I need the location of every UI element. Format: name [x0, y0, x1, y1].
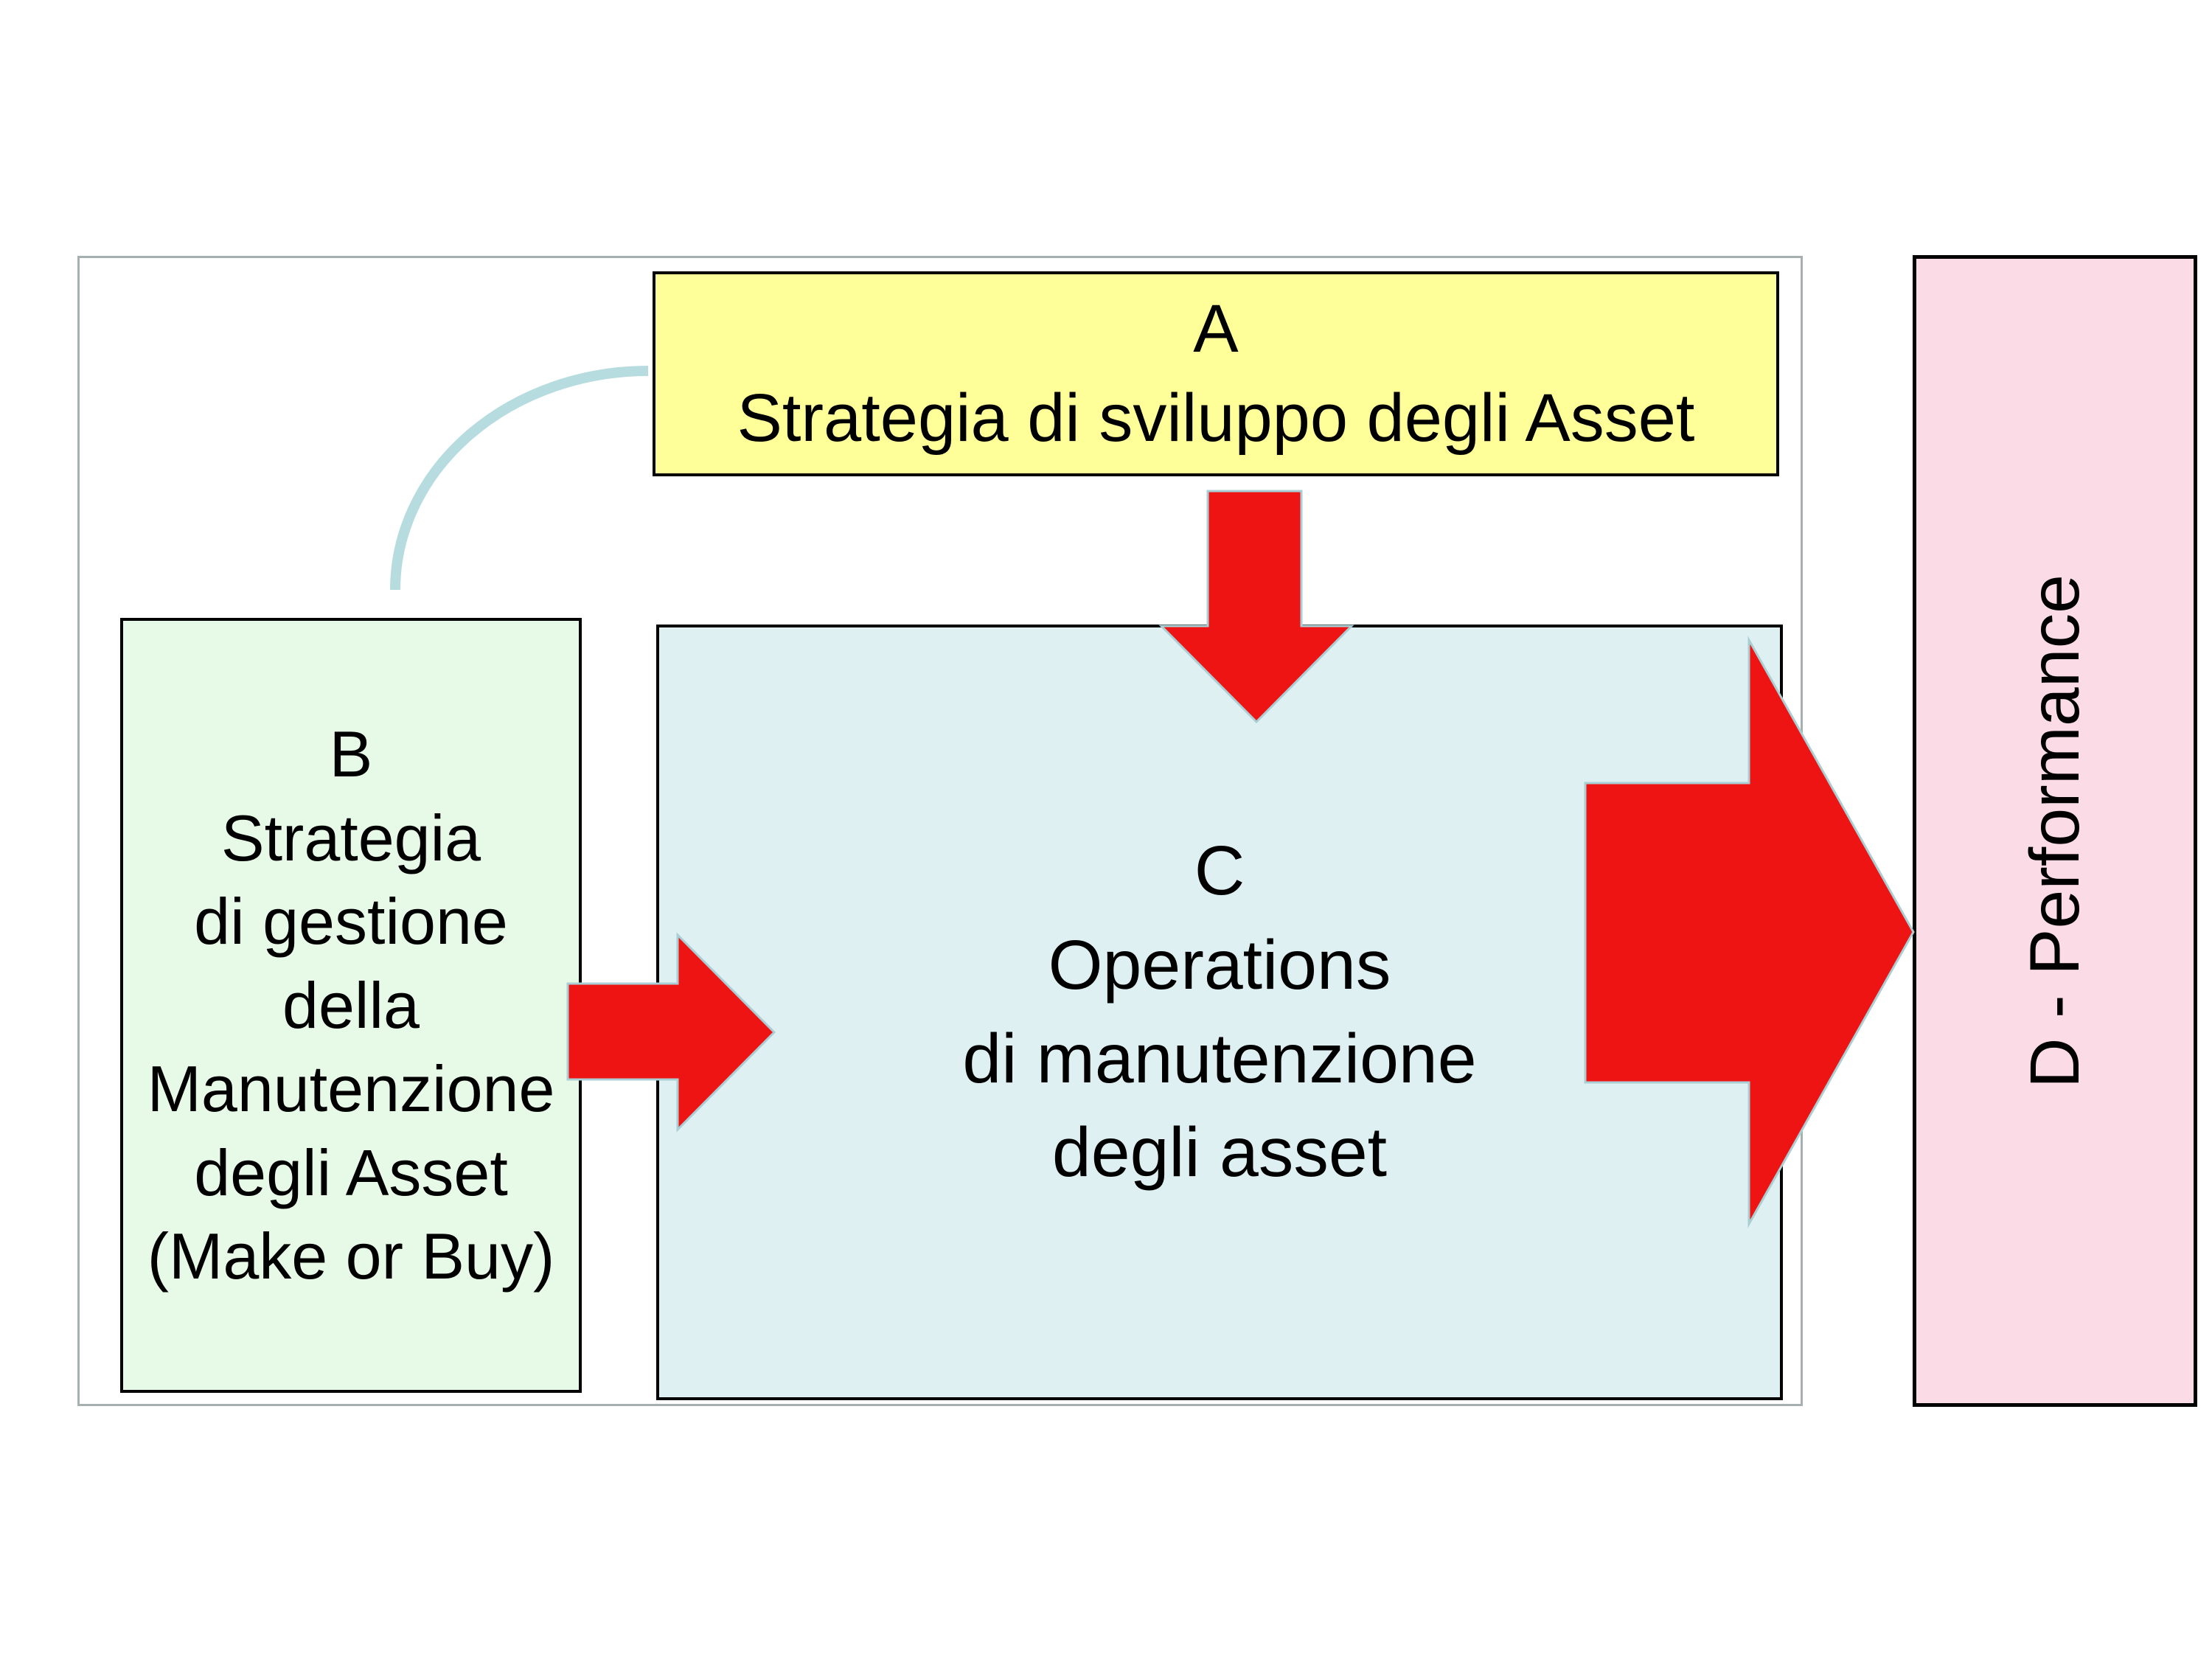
box-d-performance: D - Performance: [1913, 255, 2197, 1407]
box-b-label: B Strategia di gestione della Manutenzio…: [147, 717, 555, 1293]
box-d-label: D - Performance: [2015, 574, 2094, 1088]
box-c-operations-manutenzione: C Operations di manutenzione degli asset: [656, 625, 1783, 1400]
box-a-label: A Strategia di sviluppo degli Asset: [737, 291, 1695, 456]
box-b-strategia-gestione-manutenzione: B Strategia di gestione della Manutenzio…: [120, 618, 582, 1393]
box-a-strategia-sviluppo-asset: A Strategia di sviluppo degli Asset: [653, 271, 1779, 476]
box-c-label: C Operations di manutenzione degli asset: [962, 832, 1477, 1192]
